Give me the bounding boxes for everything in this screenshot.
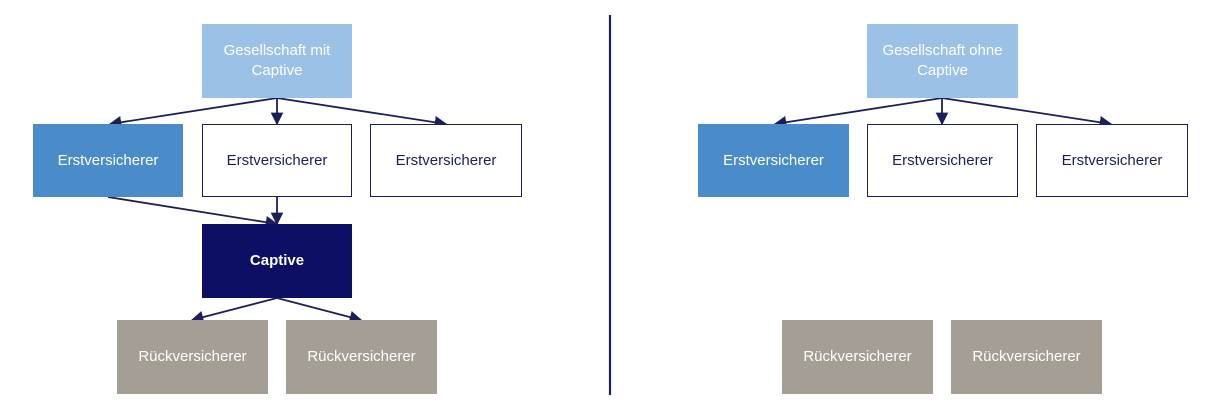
- parent-with-captive-box: Gesellschaft mit Captive: [202, 24, 352, 98]
- insurer-label: Erstversicherer: [57, 151, 159, 169]
- insurer-label: Erstversicherer: [892, 151, 993, 169]
- arrow-right-parent-to-insurer-3: [941, 97, 1113, 129]
- right-primary-insurer-box-1: Erstversicherer: [698, 124, 849, 197]
- insurer-label: Erstversicherer: [226, 151, 328, 169]
- arrow-parent-to-insurer-3: [276, 97, 448, 129]
- captive-label: Captive: [249, 252, 305, 269]
- arrow-captive-to-reinsurer-1: [190, 297, 278, 324]
- primary-insurer-box-2: Erstversicherer: [202, 124, 352, 197]
- insurer-label: Erstversicherer: [1061, 151, 1163, 169]
- reinsurer-box-1: Rückversicherer: [117, 320, 268, 394]
- reinsurer-label: Rückversicherer: [972, 348, 1081, 365]
- parent-with-captive-label: Gesellschaft mit Captive: [223, 42, 331, 79]
- arrow-right-parent-to-insurer-1: [773, 97, 943, 129]
- captive-box: Captive: [202, 224, 352, 298]
- primary-insurer-box-1: Erstversicherer: [33, 124, 183, 197]
- primary-insurer-box-3: Erstversicherer: [370, 124, 522, 197]
- right-reinsurer-box-1: Rückversicherer: [782, 320, 933, 394]
- reinsurer-label: Rückversicherer: [307, 348, 416, 365]
- arrow-captive-to-reinsurer-2: [276, 297, 363, 324]
- parent-without-captive-box: Gesellschaft ohne Captive: [867, 24, 1018, 98]
- arrow-insurer-1-to-captive: [107, 196, 279, 229]
- reinsurer-label: Rückversicherer: [138, 348, 247, 365]
- reinsurer-box-2: Rückversicherer: [286, 320, 437, 394]
- right-primary-insurer-box-2: Erstversicherer: [867, 124, 1018, 197]
- parent-without-captive-label: Gesellschaft ohne Captive: [882, 42, 1003, 79]
- right-primary-insurer-box-3: Erstversicherer: [1036, 124, 1188, 197]
- reinsurer-label: Rückversicherer: [803, 348, 912, 365]
- right-reinsurer-box-2: Rückversicherer: [951, 320, 1102, 394]
- arrow-parent-to-insurer-1: [108, 97, 278, 129]
- insurer-label: Erstversicherer: [395, 151, 497, 169]
- insurer-label: Erstversicherer: [723, 151, 824, 169]
